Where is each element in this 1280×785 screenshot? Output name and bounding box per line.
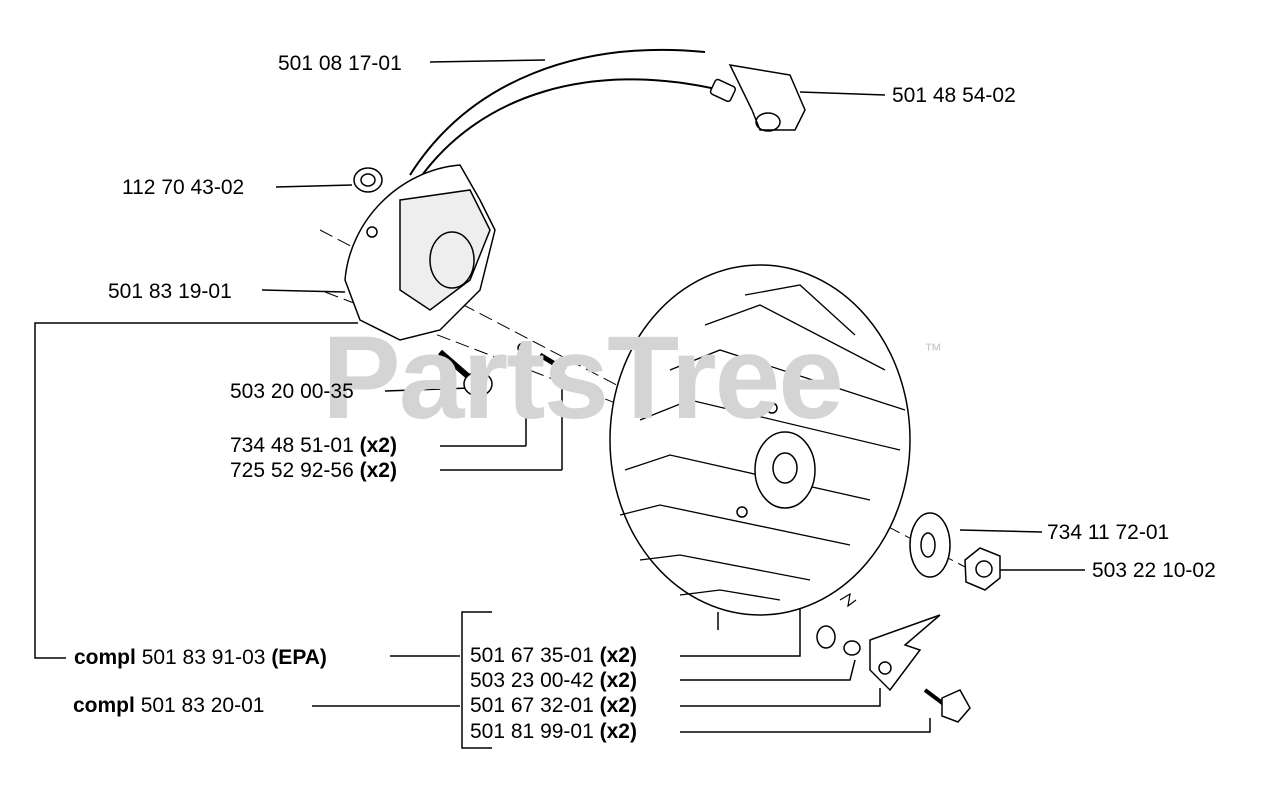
part-label[interactable]: 501 67 35-01 (x2) [470,644,637,668]
kit-prefix: compl [74,646,136,669]
part-number: 501 81 99-01 [470,720,594,743]
part-number: 501 83 19-01 [108,280,232,303]
kit-label[interactable]: compl 501 83 20-01 [73,694,264,718]
part-label[interactable]: 503 20 00-35 [230,380,354,404]
part-label[interactable]: 734 48 51-01 (x2) [230,434,397,458]
watermark: PartsTree [322,312,844,444]
part-label[interactable]: 501 08 17-01 [278,52,402,76]
part-label[interactable]: 501 48 54-02 [892,84,1016,108]
part-number: 501 67 32-01 [470,694,594,717]
part-label[interactable]: 501 81 99-01 (x2) [470,720,637,744]
part-number: 734 48 51-01 [230,434,354,457]
part-label[interactable]: 503 22 10-02 [1092,559,1216,583]
kit-prefix: compl [73,694,135,717]
part-number: 734 11 72-01 [1047,521,1170,544]
part-qty: (x2) [599,720,637,743]
part-number: 501 08 17-01 [278,52,402,75]
part-number: 112 70 43-02 [122,176,245,199]
part-qty: (x2) [599,669,637,692]
part-number: 725 52 92-56 [230,459,354,482]
part-number: 503 20 00-35 [230,380,354,403]
part-label[interactable]: 734 11 72-01 [1047,521,1169,545]
kit-number: 501 83 20-01 [140,694,265,717]
part-number: 501 48 54-02 [892,84,1016,107]
part-qty: (x2) [359,459,397,482]
part-label[interactable]: 112 70 43-02 [122,176,244,200]
kit-number: 501 83 91-03 [141,646,266,669]
trademark-mark: ™ [924,340,942,360]
part-qty: (x2) [599,694,637,717]
part-number: 503 22 10-02 [1092,559,1216,582]
kit-label[interactable]: compl 501 83 91-03 (EPA) [74,646,327,670]
part-label[interactable]: 503 23 00-42 (x2) [470,669,637,693]
part-qty: (x2) [359,434,397,457]
part-number: 503 23 00-42 [470,669,594,692]
part-label[interactable]: 501 83 19-01 [108,280,232,304]
part-label[interactable]: 501 67 32-01 (x2) [470,694,637,718]
part-qty: (x2) [599,644,637,667]
part-number: 501 67 35-01 [470,644,594,667]
kit-suffix: (EPA) [271,646,327,669]
part-label[interactable]: 725 52 92-56 (x2) [230,459,397,483]
